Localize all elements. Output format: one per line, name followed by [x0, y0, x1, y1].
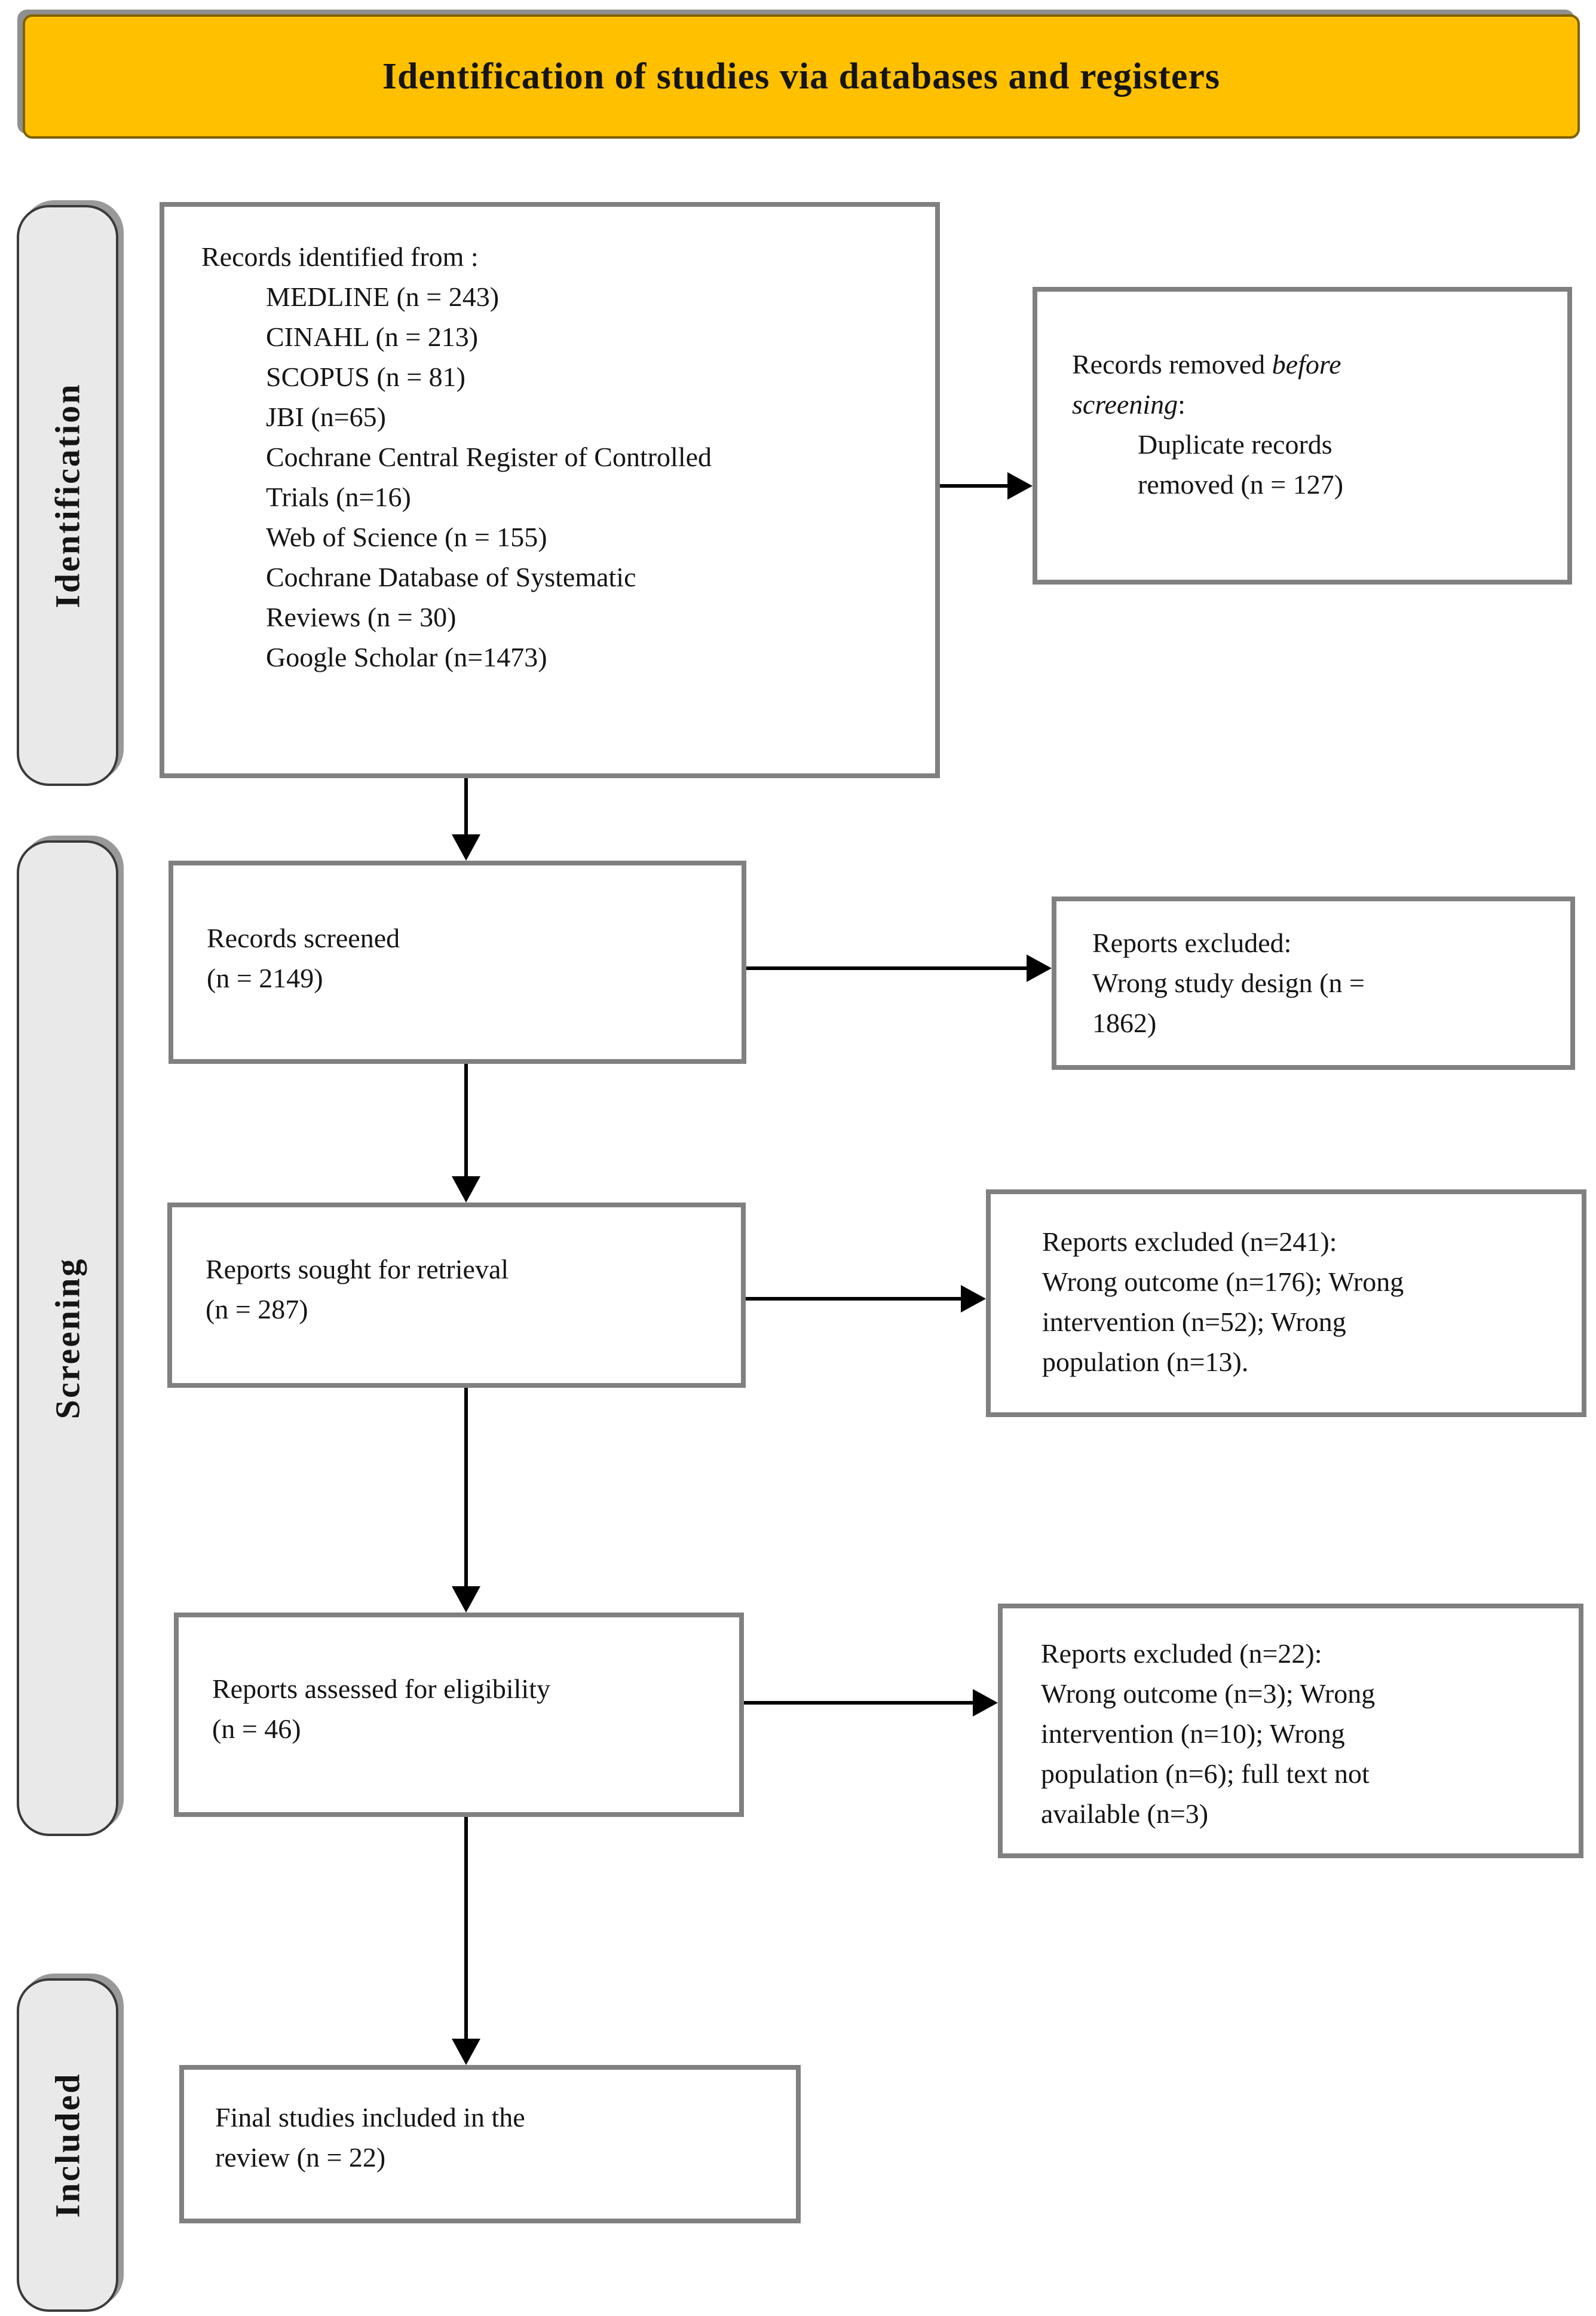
source-line: Google Scholar (n=1473): [266, 642, 547, 672]
records-removed-roman1: Records removed: [1072, 349, 1272, 380]
arrowhead-down-icon: [452, 1176, 480, 1203]
records-screened-count: (n = 2149): [207, 963, 323, 993]
excluded-screening-line: 1862): [1092, 1008, 1157, 1038]
source-line: JBI (n=65): [266, 402, 386, 432]
source-line: Trials (n=16): [266, 482, 411, 512]
excluded-screening-line: Reports excluded:: [1092, 928, 1292, 958]
excluded-screening-line: Wrong study design (n =: [1092, 968, 1365, 998]
final-included-line: Final studies included in the: [215, 2102, 525, 2133]
source-line: Web of Science (n = 155): [266, 522, 547, 552]
records-removed-italic1: before: [1272, 349, 1341, 380]
excluded-retrieval-line: Wrong outcome (n=176); Wrong: [1042, 1266, 1404, 1297]
reports-assessed-line: Reports assessed for eligibility: [212, 1673, 550, 1704]
reports-assessed-count: (n = 46): [212, 1714, 301, 1744]
box-records-identified: Records identified from : MEDLINE (n = 2…: [160, 202, 940, 778]
arrow-assessed-to-excluded: [744, 1701, 975, 1705]
records-removed-detail-line: Duplicate records: [1138, 429, 1332, 460]
excluded-retrieval-line: intervention (n=52); Wrong: [1042, 1307, 1346, 1337]
box-reports-sought: Reports sought for retrieval (n = 287): [167, 1203, 746, 1388]
excluded-eligibility-line: Wrong outcome (n=3); Wrong: [1041, 1678, 1376, 1709]
records-removed-line2: screening:: [1072, 384, 1555, 424]
arrowhead-right-icon: [1007, 472, 1033, 500]
reports-sought-line: Reports sought for retrieval: [206, 1254, 509, 1284]
excluded-eligibility-line: Reports excluded (n=22):: [1041, 1638, 1322, 1669]
source-line: Cochrane Central Register of Controlled: [266, 442, 712, 472]
records-removed-roman2: :: [1178, 389, 1185, 420]
arrow-records-to-screened: [464, 778, 468, 834]
excluded-eligibility-line: intervention (n=10); Wrong: [1041, 1718, 1345, 1749]
excluded-eligibility-line: population (n=6); full text not: [1041, 1758, 1370, 1789]
box-final-included: Final studies included in the review (n …: [179, 2065, 801, 2223]
source-line: MEDLINE (n = 243): [266, 282, 500, 312]
excluded-retrieval-line: Reports excluded (n=241):: [1042, 1226, 1337, 1257]
arrow-sought-to-excluded: [746, 1297, 963, 1301]
arrowhead-down-icon: [452, 1586, 480, 1613]
box-records-screened: Records screened (n = 2149): [169, 861, 746, 1064]
stage-label-included: Included: [48, 2072, 87, 2218]
arrowhead-right-icon: [961, 1285, 986, 1312]
arrow-assessed-to-final: [464, 1817, 468, 2039]
box-reports-excluded-screening: Reports excluded: Wrong study design (n …: [1052, 897, 1575, 1070]
diagram-title: Identification of studies via databases …: [382, 56, 1221, 97]
source-line: Cochrane Database of Systematic: [266, 562, 636, 592]
stage-bar-identification: Identification: [17, 205, 118, 786]
records-screened-line: Records screened: [207, 923, 400, 953]
stage-bar-screening: Screening: [17, 840, 118, 1836]
arrow-sought-to-assessed: [464, 1388, 468, 1586]
arrowhead-right-icon: [973, 1689, 998, 1717]
source-line: Reviews (n = 30): [266, 602, 457, 632]
source-line: SCOPUS (n = 81): [266, 362, 465, 392]
arrow-screened-to-sought: [464, 1064, 468, 1176]
stage-label-identification: Identification: [48, 383, 87, 608]
stage-label-screening: Screening: [48, 1257, 87, 1419]
arrowhead-down-icon: [452, 834, 480, 861]
arrow-screened-to-excluded: [746, 966, 1029, 970]
box-reports-assessed: Reports assessed for eligibility (n = 46…: [174, 1613, 744, 1817]
title-banner: Identification of studies via databases …: [23, 14, 1580, 139]
reports-sought-count: (n = 287): [206, 1294, 308, 1324]
box-reports-excluded-retrieval: Reports excluded (n=241): Wrong outcome …: [986, 1189, 1586, 1417]
records-identified-intro: Records identified from :: [201, 241, 479, 272]
excluded-eligibility-line: available (n=3): [1041, 1798, 1209, 1829]
stage-bar-included: Included: [17, 1978, 118, 2312]
arrow-records-to-removed: [940, 484, 1010, 488]
arrowhead-right-icon: [1027, 954, 1052, 982]
records-removed-italic2: screening: [1072, 389, 1178, 420]
arrowhead-down-icon: [452, 2039, 480, 2065]
source-line: CINAHL (n = 213): [266, 322, 479, 352]
records-removed-detail-line: removed (n = 127): [1138, 469, 1344, 500]
box-reports-excluded-eligibility: Reports excluded (n=22): Wrong outcome (…: [998, 1604, 1583, 1858]
final-included-count: review (n = 22): [215, 2142, 386, 2173]
box-records-removed: Records removed before screening: Duplic…: [1033, 287, 1572, 585]
records-removed-line1: Records removed before: [1072, 344, 1555, 384]
excluded-retrieval-line: population (n=13).: [1042, 1347, 1249, 1377]
